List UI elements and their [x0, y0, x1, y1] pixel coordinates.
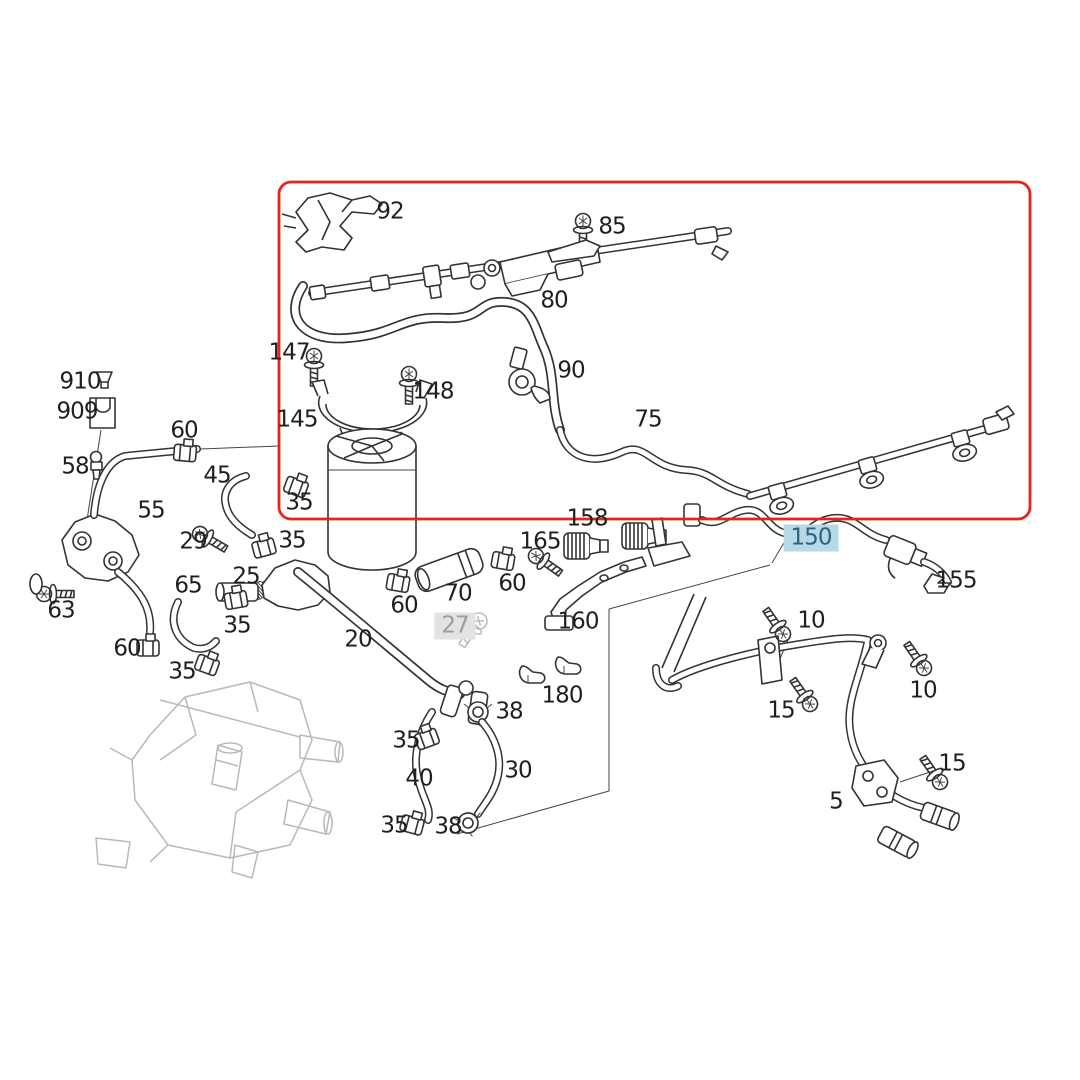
part-label-35: 35 [223, 612, 251, 639]
part-label-15: 15 [767, 697, 795, 724]
valve-90 [508, 346, 551, 404]
damper-70 [414, 547, 484, 593]
rail-tee [422, 264, 442, 300]
part-label-30: 30 [504, 757, 532, 784]
part-910-shape [96, 371, 113, 389]
part-label-155: 155 [935, 567, 978, 594]
part-label-158: 158 [566, 505, 609, 532]
part-label-70: 70 [444, 580, 472, 607]
part-label-165: 165 [519, 528, 562, 555]
part-label-92: 92 [376, 198, 404, 225]
part-label-910: 910 [59, 368, 102, 395]
part-label-60: 60 [170, 417, 198, 444]
part-label-90: 90 [557, 357, 585, 384]
tee-fitting [683, 503, 701, 527]
part-label-15: 15 [938, 750, 966, 777]
part-label-150-highlighted: 150 [783, 524, 839, 552]
part-label-909: 909 [56, 398, 99, 425]
part-label-145: 145 [276, 406, 319, 433]
part-label-58: 58 [61, 453, 89, 480]
red-highlight-box [277, 180, 1032, 521]
part-label-63: 63 [47, 597, 75, 624]
part-label-60: 60 [390, 592, 418, 619]
part-label-25: 25 [232, 563, 260, 590]
clip-155 [923, 573, 951, 594]
part-label-65: 65 [174, 572, 202, 599]
bracket-link [757, 635, 783, 685]
part-label-27-highlighted: 27 [434, 612, 476, 640]
part-label-148: 148 [412, 378, 455, 405]
pipe-150-connector [883, 534, 928, 579]
part-label-147: 147 [268, 339, 311, 366]
left-parts [29, 371, 331, 678]
part-909-shape [89, 397, 116, 429]
part-label-5: 5 [829, 788, 844, 815]
part-label-40: 40 [405, 765, 433, 792]
part-label-35: 35 [392, 727, 420, 754]
heat-shield-92 [295, 192, 383, 253]
part-label-60: 60 [498, 570, 526, 597]
part-label-38: 38 [434, 813, 462, 840]
part-55-housing [61, 513, 140, 582]
part-label-29: 29 [179, 528, 207, 555]
fuel-rail-75 [750, 405, 1015, 515]
part-label-75: 75 [634, 406, 662, 433]
part-label-45: 45 [203, 462, 231, 489]
part-label-35: 35 [380, 812, 408, 839]
part-label-20: 20 [344, 626, 372, 653]
part-label-35: 35 [168, 658, 196, 685]
part-label-35: 35 [278, 527, 306, 554]
part-label-160: 160 [557, 608, 600, 635]
part-label-60: 60 [113, 635, 141, 662]
part-label-38: 38 [495, 698, 523, 725]
high-pressure-pump [95, 681, 344, 879]
part-label-10: 10 [909, 677, 937, 704]
bracket-two-hole [851, 759, 899, 807]
part-label-10: 10 [797, 607, 825, 634]
fuel-filter [327, 428, 417, 571]
part-58-sensor [89, 450, 103, 480]
bracket-80 [470, 239, 601, 297]
right-parts [652, 510, 960, 860]
part-label-55: 55 [137, 497, 165, 524]
pipe-5-port-a [919, 801, 960, 831]
bracket-eyelet [861, 634, 887, 669]
bracket-160 [544, 556, 647, 631]
part-label-85: 85 [598, 213, 626, 240]
part-label-80: 80 [540, 287, 568, 314]
part-label-35: 35 [285, 489, 313, 516]
pipe-5-port-b [877, 825, 919, 860]
callout-lines [86, 429, 937, 835]
part-label-180: 180 [541, 682, 584, 709]
fuel-line-assembly [281, 192, 1015, 571]
